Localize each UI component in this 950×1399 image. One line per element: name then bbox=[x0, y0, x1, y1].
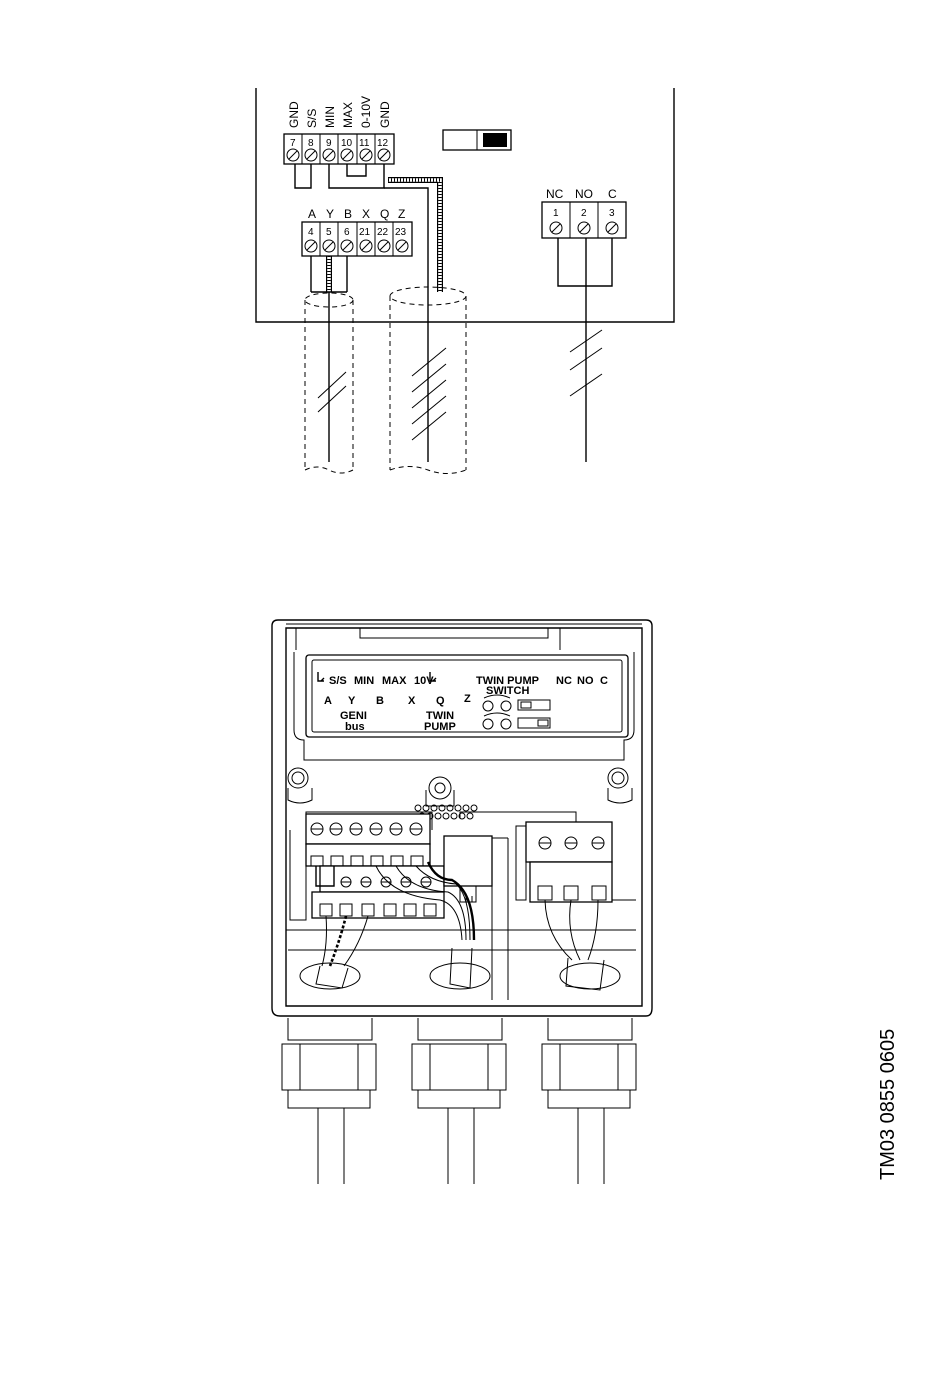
drawing-code: TM03 0855 0605 bbox=[877, 1029, 899, 1180]
relay-number: 1 bbox=[553, 208, 559, 219]
twin-pump-switch-unit bbox=[444, 836, 492, 902]
plate-label: S/S bbox=[329, 675, 347, 687]
relay-label: NC bbox=[546, 187, 564, 201]
terminal-number: 10 bbox=[341, 138, 353, 149]
cable-entries bbox=[300, 948, 620, 990]
bus-cable-wires bbox=[311, 256, 347, 462]
terminal-block-7-12: 7 8 9 10 11 12 bbox=[284, 134, 394, 164]
plate-label: A bbox=[324, 695, 332, 707]
terminal-number: 12 bbox=[377, 138, 389, 149]
plate-label: NC bbox=[556, 675, 572, 687]
bus-terminal-labels: A Y B X Q Z bbox=[308, 207, 405, 221]
terminal-labels-rotated: GND S/S MIN MAX 0-10V GND bbox=[287, 96, 392, 128]
outgoing-cables bbox=[318, 1108, 604, 1184]
terminal-number: 22 bbox=[377, 227, 389, 238]
plate-label: 10V bbox=[414, 675, 434, 687]
terminal-number: 5 bbox=[326, 227, 332, 238]
terminal-number: 4 bbox=[308, 227, 314, 238]
plate-label: Y bbox=[348, 695, 356, 707]
relay-number: 2 bbox=[581, 208, 587, 219]
relay-terminal-block: NC NO C 1 2 3 bbox=[542, 187, 626, 238]
plate-label: Z bbox=[464, 693, 471, 705]
cable-glands bbox=[282, 1018, 636, 1108]
terminal-label: S/S bbox=[305, 109, 319, 128]
plate-label: MAX bbox=[382, 675, 407, 687]
terminal-number: 23 bbox=[395, 227, 407, 238]
relay-wires bbox=[558, 238, 612, 462]
plate-label: Q bbox=[436, 695, 445, 707]
geni-label: bus bbox=[345, 721, 365, 733]
terminal-number: 21 bbox=[359, 227, 371, 238]
terminal-number: 6 bbox=[344, 227, 350, 238]
terminal-label: MAX bbox=[341, 102, 355, 128]
twin-pump-label: PUMP bbox=[424, 721, 456, 733]
terminal-label: Q bbox=[380, 207, 389, 221]
relay-label: C bbox=[608, 187, 617, 201]
mounting-screws bbox=[288, 768, 632, 806]
terminal-block-left bbox=[306, 814, 444, 918]
plate-label: X bbox=[408, 695, 416, 707]
terminal-label: B bbox=[344, 207, 352, 221]
terminal-number: 9 bbox=[326, 138, 332, 149]
terminal-label: MIN bbox=[323, 106, 337, 128]
relay-terminal-block-unit bbox=[526, 822, 612, 902]
twin-pump-switch bbox=[443, 130, 511, 150]
terminal-number: 7 bbox=[290, 138, 296, 149]
plate-label: B bbox=[376, 695, 384, 707]
relay-label: NO bbox=[575, 187, 593, 201]
terminal-number: 11 bbox=[359, 138, 370, 149]
label-plate: S/S MIN MAX 10V TWIN PUMP NC NO C SWITCH… bbox=[306, 655, 628, 737]
plate-label: C bbox=[600, 675, 608, 687]
plate-label: NO bbox=[577, 675, 594, 687]
top-schematic: GND S/S MIN MAX 0-10V GND 7 8 9 10 11 12 bbox=[256, 88, 674, 474]
relay-number: 3 bbox=[609, 208, 615, 219]
terminal-label: Y bbox=[326, 207, 334, 221]
terminal-label: GND bbox=[287, 101, 301, 128]
divider-post bbox=[492, 826, 526, 1000]
plate-label: MIN bbox=[354, 675, 374, 687]
terminal-label: A bbox=[308, 207, 316, 221]
terminal-block-bus: 4 5 6 21 22 23 bbox=[302, 222, 412, 256]
terminal-label: Z bbox=[398, 207, 405, 221]
terminal-label: 0-10V bbox=[359, 96, 373, 128]
terminal-box-illustration: S/S MIN MAX 10V TWIN PUMP NC NO C SWITCH… bbox=[272, 620, 652, 1184]
terminal-number: 8 bbox=[308, 138, 314, 149]
terminal-label: X bbox=[362, 207, 370, 221]
terminal-label: GND bbox=[378, 101, 392, 128]
